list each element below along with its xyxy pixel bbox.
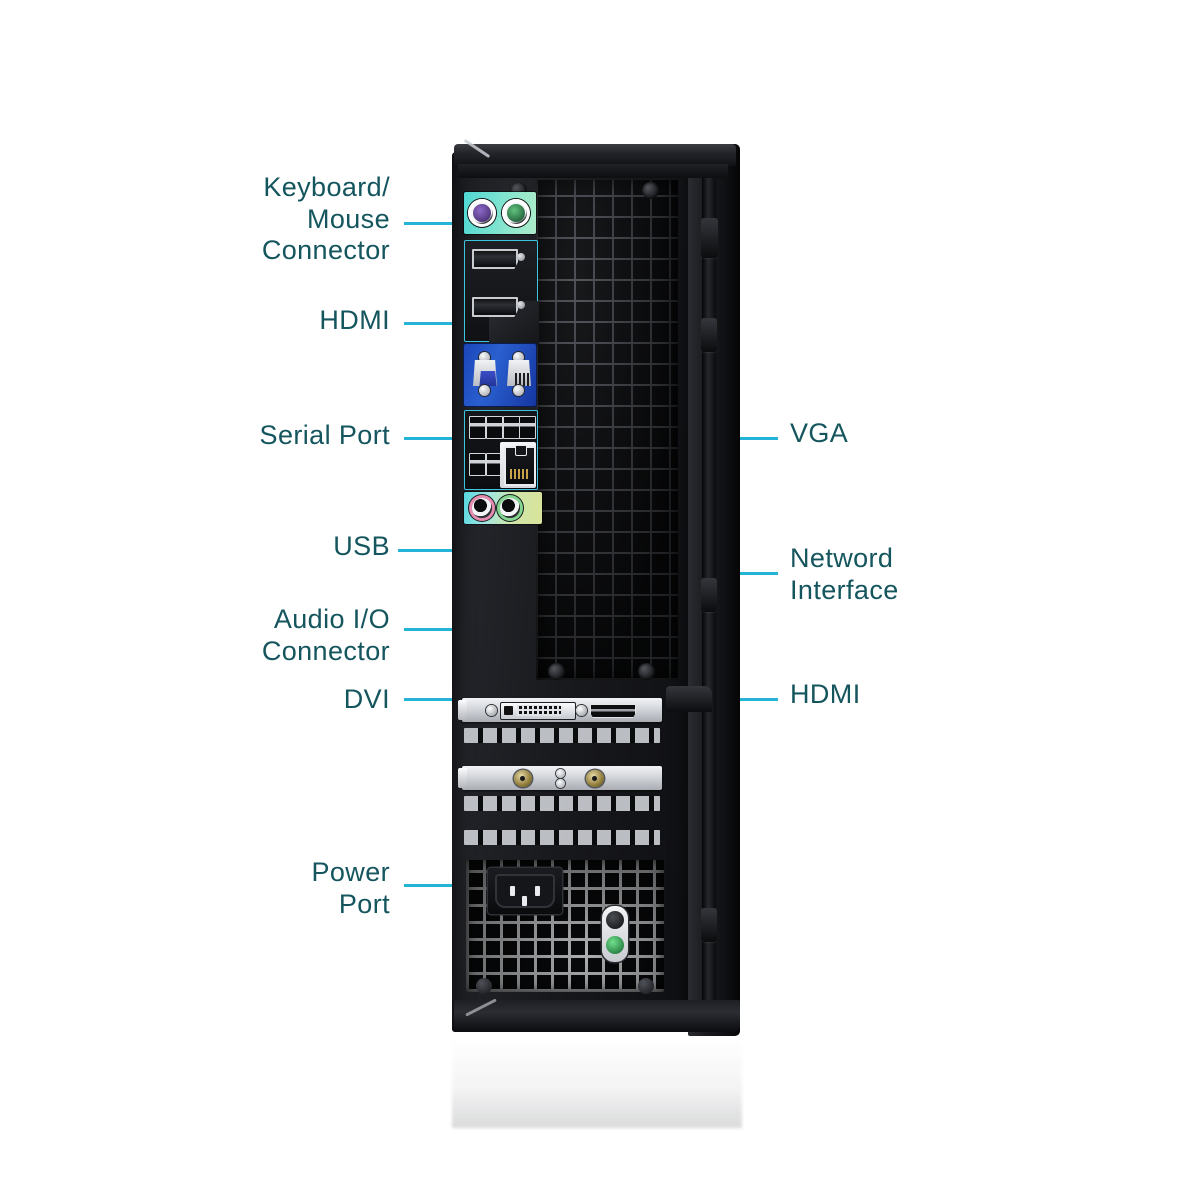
callout-label-serial-port: Serial Port bbox=[259, 420, 390, 450]
dvi-screw-left bbox=[486, 705, 497, 716]
video-dsub-block bbox=[464, 344, 536, 406]
side-latch-mid bbox=[701, 318, 717, 352]
dvi-connector[interactable] bbox=[500, 702, 576, 720]
dvi-screw-right bbox=[576, 705, 587, 716]
expansion-card-tuner bbox=[458, 766, 662, 790]
power-inlet-body bbox=[495, 874, 555, 908]
chassis-top-lip bbox=[454, 144, 736, 166]
microphone-jack[interactable] bbox=[472, 498, 492, 518]
expansion-slot-vent-2 bbox=[464, 796, 660, 811]
displayport-port-1[interactable] bbox=[472, 249, 518, 269]
dvi-analog-pins bbox=[504, 706, 513, 715]
displayport-port-2[interactable] bbox=[472, 297, 518, 317]
line-out-jack[interactable] bbox=[500, 498, 520, 518]
computer-rear-panel bbox=[452, 138, 742, 1038]
coax-connector-1[interactable] bbox=[514, 770, 532, 787]
usb-port-2[interactable] bbox=[486, 416, 503, 439]
side-latch-bottom bbox=[701, 908, 717, 942]
psu-self-test-panel[interactable] bbox=[602, 906, 628, 962]
io-port-cluster bbox=[460, 184, 542, 684]
card-vent-hole-2 bbox=[556, 779, 565, 788]
card-retention-handle[interactable] bbox=[666, 686, 712, 712]
expansion-card-graphics bbox=[458, 698, 662, 722]
card-bracket-tab-2 bbox=[458, 768, 467, 788]
psu-screw-left bbox=[476, 978, 492, 994]
side-latch-lower bbox=[701, 578, 717, 612]
rj45-jack[interactable] bbox=[504, 445, 536, 486]
callout-label-keyboard-mouse: Keyboard/ Mouse Connector bbox=[261, 172, 390, 266]
dvi-digital-pins bbox=[517, 705, 561, 716]
ps2-ports[interactable] bbox=[464, 192, 536, 234]
usb-port-1[interactable] bbox=[469, 416, 486, 439]
surface-reflection bbox=[452, 1038, 742, 1128]
hdmi-card-port[interactable] bbox=[590, 704, 636, 718]
usb-port-5[interactable] bbox=[469, 453, 486, 476]
rj45-latch bbox=[515, 445, 527, 456]
ventilation-shading bbox=[536, 180, 678, 680]
serial-connector[interactable] bbox=[504, 352, 534, 396]
callout-label-hdmi-card: HDMI bbox=[790, 679, 861, 709]
psu-screw-right bbox=[638, 978, 654, 994]
leader-line-keyboard-mouse bbox=[404, 222, 468, 225]
callout-label-dvi: DVI bbox=[343, 684, 390, 714]
chassis-screw-lower-right bbox=[638, 663, 655, 680]
card-bracket-tab-1 bbox=[458, 700, 467, 720]
usb-port-4[interactable] bbox=[519, 416, 536, 439]
power-inlet[interactable] bbox=[488, 868, 562, 914]
callout-label-usb: USB bbox=[333, 531, 390, 561]
expansion-slot-vent-3 bbox=[464, 830, 660, 845]
card-vent-hole-1 bbox=[556, 769, 565, 778]
audio-jacks[interactable] bbox=[464, 492, 542, 524]
chassis-top-lip-inner bbox=[458, 164, 728, 178]
mouse-ps2-port[interactable] bbox=[502, 199, 530, 227]
displayport-stack[interactable] bbox=[464, 240, 539, 347]
keyboard-ps2-port[interactable] bbox=[468, 199, 496, 227]
callout-label-hdmi-top: HDMI bbox=[319, 305, 390, 335]
chassis-screw-lower-left bbox=[548, 663, 565, 680]
displayport-screw-2 bbox=[517, 301, 525, 309]
rj45-pins bbox=[510, 469, 530, 479]
expansion-slot-vent-1 bbox=[464, 728, 660, 743]
psu-status-led bbox=[606, 936, 624, 954]
chassis-bottom-lip bbox=[454, 1000, 740, 1032]
callout-label-network-interface: Netword Interface bbox=[790, 543, 899, 605]
callout-label-audio-io: Audio I/O Connector bbox=[261, 604, 390, 666]
psu-test-button[interactable] bbox=[606, 911, 624, 929]
chassis-screw-right bbox=[642, 182, 659, 199]
callout-label-vga: VGA bbox=[790, 418, 849, 448]
side-latch-top bbox=[701, 218, 718, 258]
vga-connector[interactable] bbox=[470, 352, 500, 396]
usb-port-3[interactable] bbox=[503, 416, 520, 439]
displayport-screw-1 bbox=[517, 253, 525, 261]
callout-label-power-port: Power Port bbox=[311, 857, 390, 919]
coax-connector-2[interactable] bbox=[586, 770, 604, 787]
